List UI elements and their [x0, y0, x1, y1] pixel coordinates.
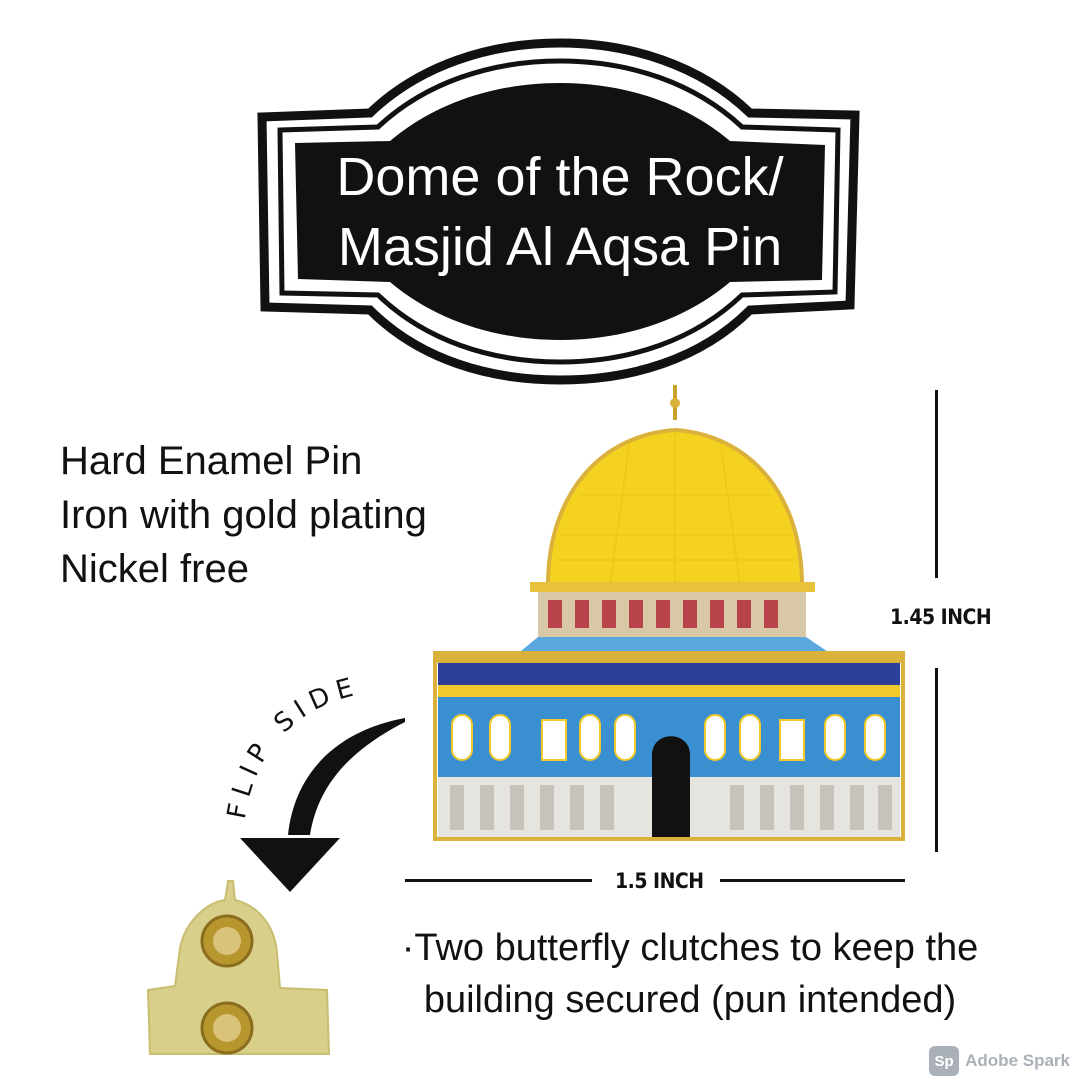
height-line-top: [935, 390, 938, 578]
adobe-spark-logo-icon: Sp: [929, 1046, 960, 1076]
spec-material-type: Hard Enamel Pin: [60, 439, 363, 483]
title-badge: [257, 38, 860, 385]
watermark-text: Adobe Spark: [965, 1051, 1070, 1070]
width-line-left: [405, 879, 592, 882]
spec-plating: Iron with gold plating: [60, 493, 427, 537]
height-dimension-label: 1.45 INCH: [890, 605, 992, 629]
pin-back-image: [146, 880, 331, 1055]
width-line-right: [720, 879, 905, 882]
width-dimension-label: 1.5 INCH: [615, 869, 704, 893]
clutch-description-line-1: ·Two butterfly clutches to keep the: [401, 927, 979, 969]
title-line-1: Dome of the Rock/: [336, 147, 784, 207]
height-line-bottom: [935, 668, 938, 852]
arrow-down-icon: [288, 718, 405, 835]
clutch-description-line-2: building secured (pun intended): [423, 979, 957, 1021]
pin-front-image: [433, 385, 905, 841]
watermark: Sp Adobe Spark: [929, 1046, 1070, 1076]
flip-side-arrow: FLIP SIDE: [222, 671, 405, 892]
title-line-2: Masjid Al Aqsa Pin: [337, 217, 783, 277]
spec-nickel: Nickel free: [60, 547, 249, 591]
